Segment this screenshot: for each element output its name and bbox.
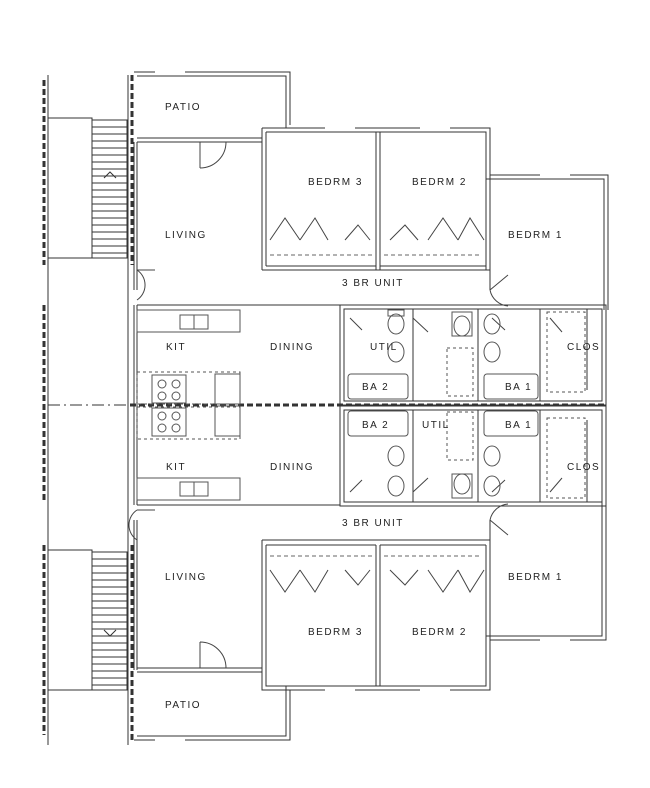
windows xyxy=(155,70,570,742)
label-util-bottom: UTIL xyxy=(422,420,450,431)
kitchen-fixtures-bottom xyxy=(136,405,241,501)
bath-fixtures-top xyxy=(347,309,586,400)
bath-fixtures-bottom xyxy=(347,410,586,499)
label-living-bottom: LIVING xyxy=(165,572,207,583)
label-living-top: LIVING xyxy=(165,230,207,241)
label-bedrm2-bottom: BEDRM 2 xyxy=(412,627,467,638)
closet-shelves xyxy=(270,254,482,557)
label-kit-bottom: KIT xyxy=(166,462,186,473)
exterior-walkway xyxy=(42,75,134,745)
label-bedrm1-top: BEDRM 1 xyxy=(508,230,563,241)
label-ba1-top: BA 1 xyxy=(505,382,532,393)
top-unit-walls xyxy=(133,71,609,406)
label-bedrm1-bottom: BEDRM 1 xyxy=(508,572,563,583)
label-dining-bottom: DINING xyxy=(270,462,314,473)
bottom-unit-walls xyxy=(133,405,607,741)
label-clos-top: CLOS xyxy=(567,342,600,353)
kitchen-fixtures-top xyxy=(136,309,241,405)
label-ba2-bottom: BA 2 xyxy=(362,420,389,431)
label-unit-top: 3 BR UNIT xyxy=(342,278,404,289)
label-patio-top: PATIO xyxy=(165,102,201,113)
label-bedrm3-top: BEDRM 3 xyxy=(308,177,363,188)
label-bedrm3-bottom: BEDRM 3 xyxy=(308,627,363,638)
label-kit-top: KIT xyxy=(166,342,186,353)
stair-down-arrow-icon xyxy=(103,629,117,637)
label-dining-top: DINING xyxy=(270,342,314,353)
doors xyxy=(128,141,563,669)
label-unit-bottom: 3 BR UNIT xyxy=(342,518,404,529)
stair-bottom xyxy=(91,551,128,691)
label-ba2-top: BA 2 xyxy=(362,382,389,393)
stair-top xyxy=(91,119,128,259)
label-clos-bottom: CLOS xyxy=(567,462,600,473)
label-patio-bottom: PATIO xyxy=(165,700,201,711)
stair-up-arrow-icon xyxy=(103,171,117,179)
label-util-top: UTIL xyxy=(370,342,398,353)
label-ba1-bottom: BA 1 xyxy=(505,420,532,431)
label-bedrm2-top: BEDRM 2 xyxy=(412,177,467,188)
